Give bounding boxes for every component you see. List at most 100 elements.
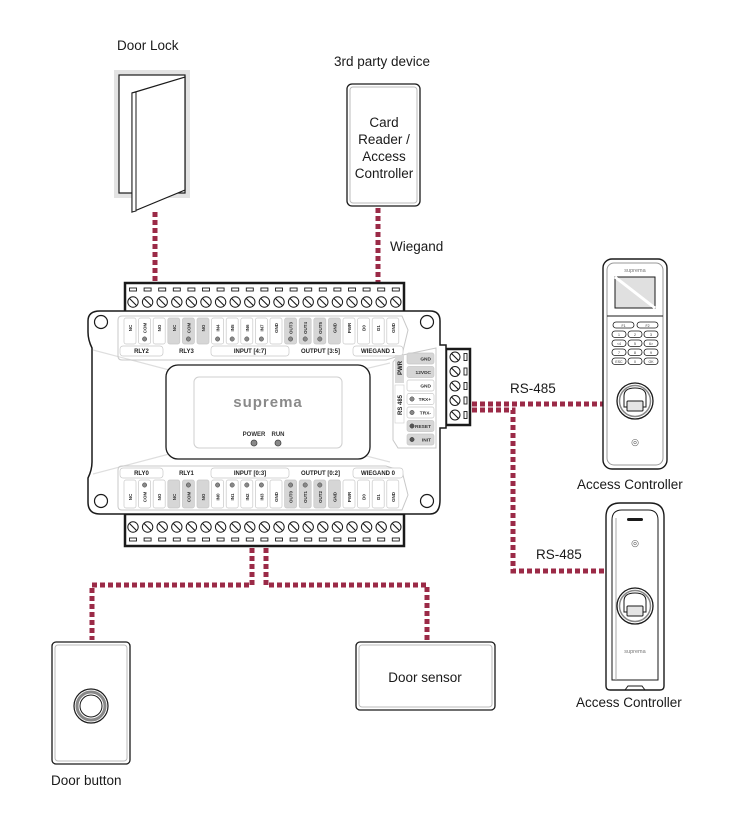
pin-out2: OUT2 xyxy=(313,479,327,509)
terminal-screw xyxy=(156,287,168,308)
svg-text:NO: NO xyxy=(157,324,162,331)
slim-fingerprint-sensor xyxy=(626,605,644,617)
svg-text:NC: NC xyxy=(172,324,177,331)
svg-text:2: 2 xyxy=(634,333,636,337)
mount-hole xyxy=(93,493,109,509)
svg-text:F2: F2 xyxy=(645,324,649,328)
door-button-device xyxy=(51,641,131,765)
pin-gnd: GND xyxy=(328,479,341,509)
terminal-screw xyxy=(360,521,373,542)
terminal-screw xyxy=(214,287,227,308)
terminal-screw xyxy=(273,521,285,542)
terminal-screw xyxy=(258,287,271,308)
svg-text:IN0: IN0 xyxy=(216,493,221,501)
terminal-screw xyxy=(360,287,373,308)
keypad-key: <4 xyxy=(611,339,627,347)
svg-text:INIT: INIT xyxy=(422,438,431,444)
svg-text:OUTPUT [0:2]: OUTPUT [0:2] xyxy=(301,471,340,477)
terminal-screw xyxy=(346,287,358,308)
pin-nc: NC xyxy=(167,317,181,345)
pin-out3: OUT3 xyxy=(284,317,297,345)
power-led xyxy=(250,439,258,447)
pin-in6: IN6 xyxy=(240,317,254,345)
pin-com: COM xyxy=(182,317,195,345)
svg-text:TRX+: TRX+ xyxy=(419,397,432,403)
door-lock-label: Door Lock xyxy=(117,38,179,53)
slim-rfid-icon: ◎ xyxy=(631,538,639,548)
keypad-key: OK xyxy=(643,357,659,365)
svg-text:1: 1 xyxy=(618,333,620,337)
keypad-key: 1 xyxy=(611,330,627,338)
pin-in2: IN2 xyxy=(240,479,254,509)
svg-text:PWR: PWR xyxy=(398,360,404,375)
svg-text:IN5: IN5 xyxy=(230,324,235,332)
svg-text:RLY0: RLY0 xyxy=(134,471,149,477)
pin-group-input-0-3-: INPUT [0:3] xyxy=(210,467,290,479)
pin-group-rly3: RLY3 xyxy=(179,349,194,355)
svg-text:F1: F1 xyxy=(621,324,625,328)
center-panel-inner xyxy=(193,376,343,449)
pin-no: NO xyxy=(152,479,166,509)
pin-gnd: GND xyxy=(328,317,341,345)
terminal-screw xyxy=(449,380,468,392)
svg-text:RLY1: RLY1 xyxy=(179,471,194,477)
terminal-screw xyxy=(214,521,227,542)
svg-text:D1: D1 xyxy=(376,325,381,331)
svg-text:INPUT [0:3]: INPUT [0:3] xyxy=(234,471,266,477)
led-label-power: POWER xyxy=(243,432,266,438)
svg-text:COM: COM xyxy=(186,492,191,503)
terminal-screw xyxy=(200,521,212,542)
svg-text:6>: 6> xyxy=(649,342,653,346)
svg-text:GND: GND xyxy=(420,384,431,390)
mount-hole xyxy=(419,493,435,509)
rs485-label-top: RS-485 xyxy=(510,381,556,396)
bottom-terminal-block xyxy=(123,512,406,548)
card-reader-line-2: Reader / xyxy=(358,132,410,147)
pin-in7: IN7 xyxy=(255,317,268,345)
keypad-key: ESC xyxy=(611,357,627,365)
svg-text:GND: GND xyxy=(332,322,337,333)
keypad-key: 3 xyxy=(643,330,659,338)
terminal-screw xyxy=(127,521,139,542)
terminal-screw xyxy=(302,287,314,308)
card-reader-line-3: Access xyxy=(362,149,406,164)
svg-text:PWR: PWR xyxy=(347,491,352,502)
keypad-key: 9 xyxy=(643,348,659,356)
wire-door-sensor xyxy=(263,548,430,640)
led-label-run: RUN xyxy=(272,432,285,438)
pin-pwr: PWR xyxy=(342,479,356,509)
terminal-screw xyxy=(331,521,344,542)
pin-nc: NC xyxy=(123,479,137,509)
svg-text:OUT3: OUT3 xyxy=(289,322,294,334)
terminal-screw xyxy=(156,521,168,542)
side-pin-reset: RESET xyxy=(406,420,435,432)
pin-no: NO xyxy=(152,317,166,345)
svg-text:OUT5: OUT5 xyxy=(318,322,323,334)
svg-text:OUT4: OUT4 xyxy=(303,322,308,334)
terminal-screw xyxy=(141,287,154,308)
side-pin-trx: TRX+ xyxy=(406,393,435,405)
pin-com: COM xyxy=(138,479,151,509)
pin-in0: IN0 xyxy=(211,479,224,509)
svg-text:D0: D0 xyxy=(362,494,367,500)
svg-text:IN2: IN2 xyxy=(245,493,250,501)
svg-text:OUT2: OUT2 xyxy=(318,491,323,503)
pin-out0: OUT0 xyxy=(284,479,297,509)
pin-group-output-3-5-: OUTPUT [3:5] xyxy=(301,349,340,355)
side-pin-trx: TRX- xyxy=(406,406,435,419)
pin-gnd: GND xyxy=(269,479,283,509)
access-controller-label-bottom: Access Controller xyxy=(576,695,682,710)
slim-indicator-bar xyxy=(627,518,643,521)
terminal-screw xyxy=(317,287,329,308)
terminal-screw xyxy=(449,409,468,421)
svg-text:0: 0 xyxy=(634,360,636,364)
terminal-screw xyxy=(171,521,183,542)
svg-text:5: 5 xyxy=(634,342,636,346)
side-pin-gnd: GND xyxy=(406,352,435,365)
terminal-screw xyxy=(390,287,402,308)
svg-text:IN1: IN1 xyxy=(230,493,235,501)
terminal-screw xyxy=(375,287,387,308)
pin-in5: IN5 xyxy=(225,317,239,345)
access-controller-label-top: Access Controller xyxy=(577,477,683,492)
svg-text:COM: COM xyxy=(143,323,148,334)
